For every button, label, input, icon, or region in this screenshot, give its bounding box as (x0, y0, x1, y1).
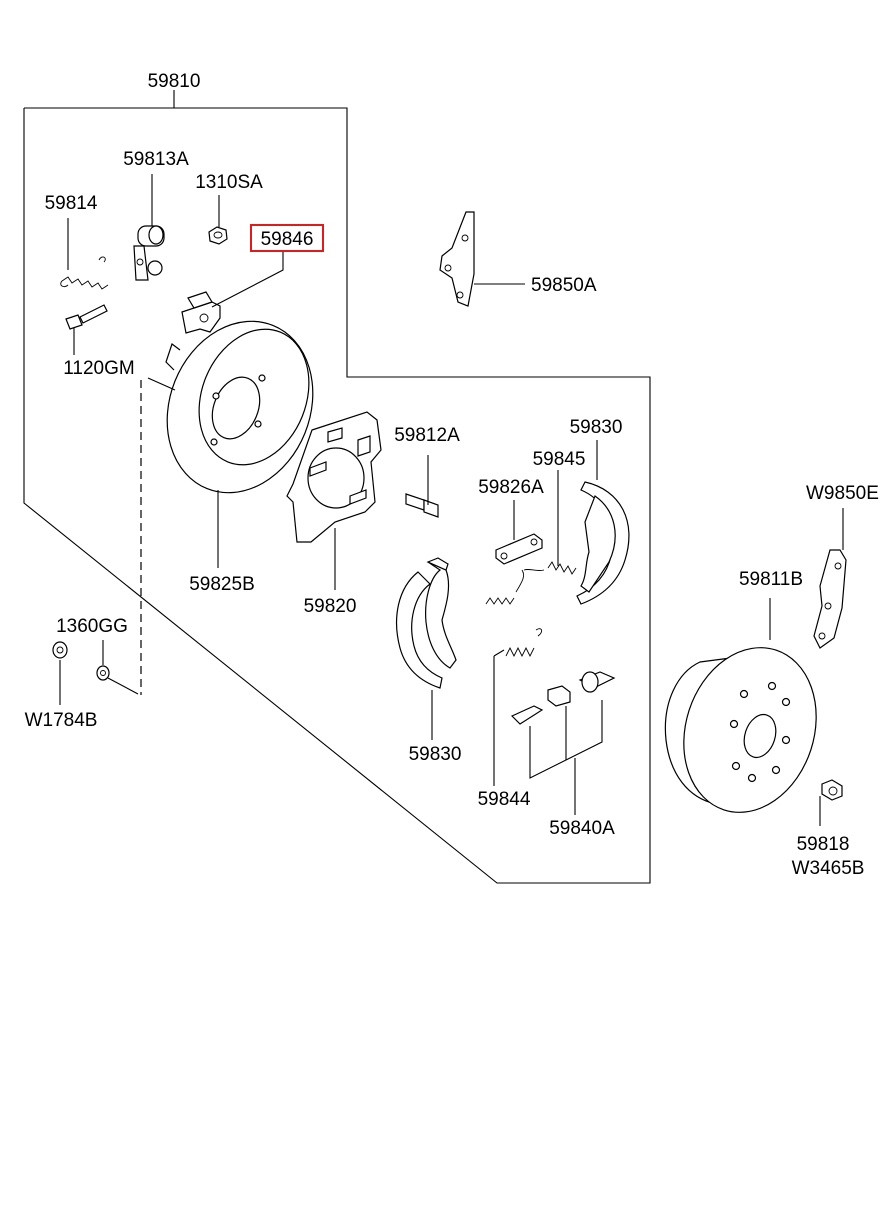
label-W3465B[interactable]: W3465B (792, 858, 865, 879)
adjuster-59840A[interactable] (510, 671, 616, 725)
label-59850A[interactable]: 59850A (531, 275, 597, 296)
spring-return[interactable] (485, 569, 525, 605)
lever-59813A[interactable] (133, 225, 165, 281)
label-59814[interactable]: 59814 (45, 193, 98, 214)
brake-shoe-59830-top[interactable] (576, 481, 630, 605)
bracket-59846[interactable] (181, 291, 221, 334)
label-assembly[interactable]: 59810 (148, 71, 201, 92)
label-W9850E[interactable]: W9850E (806, 483, 879, 504)
drum-59811B[interactable] (663, 630, 837, 829)
label-59830-bottom[interactable]: 59830 (409, 744, 462, 765)
nut-59818[interactable] (821, 779, 843, 801)
nut-1310SA[interactable] (208, 226, 228, 245)
label-1360GG[interactable]: 1360GG (56, 616, 128, 637)
label-59811B[interactable]: 59811B (739, 569, 803, 590)
spring-59844[interactable] (505, 628, 543, 658)
highlight-box-59846 (250, 224, 324, 252)
backing-plate-59820[interactable] (286, 411, 382, 543)
label-59844[interactable]: 59844 (478, 789, 531, 810)
drum-backing-59825B[interactable] (142, 299, 338, 515)
label-59818[interactable]: 59818 (797, 834, 850, 855)
brake-shoe-59830-bottom[interactable] (395, 557, 457, 689)
spring-59845[interactable] (523, 561, 577, 575)
label-59840A[interactable]: 59840A (549, 818, 615, 839)
bracket-59850A[interactable] (439, 211, 475, 307)
washer-W1784B[interactable] (52, 641, 68, 659)
label-W1784B[interactable]: W1784B (25, 710, 98, 731)
pin-59812A[interactable] (405, 493, 439, 518)
label-59826A[interactable]: 59826A (478, 477, 544, 498)
bolt-1120GM[interactable] (65, 304, 108, 330)
label-59812A[interactable]: 59812A (394, 425, 460, 446)
label-1120GM[interactable]: 1120GM (63, 358, 134, 379)
strut-59826A[interactable] (495, 533, 543, 565)
bracket-W9850E[interactable] (813, 549, 847, 649)
washer-1360GG[interactable] (96, 665, 110, 681)
label-59846[interactable]: 59846 (261, 229, 314, 250)
assembly-boundary (23, 107, 651, 884)
label-59825B[interactable]: 59825B (189, 574, 255, 595)
label-59830-top[interactable]: 59830 (570, 417, 623, 438)
label-59845[interactable]: 59845 (533, 449, 586, 470)
spring-59814[interactable] (60, 256, 109, 290)
label-59813A[interactable]: 59813A (123, 149, 189, 170)
label-1310SA[interactable]: 1310SA (195, 172, 263, 193)
label-59820[interactable]: 59820 (304, 596, 357, 617)
